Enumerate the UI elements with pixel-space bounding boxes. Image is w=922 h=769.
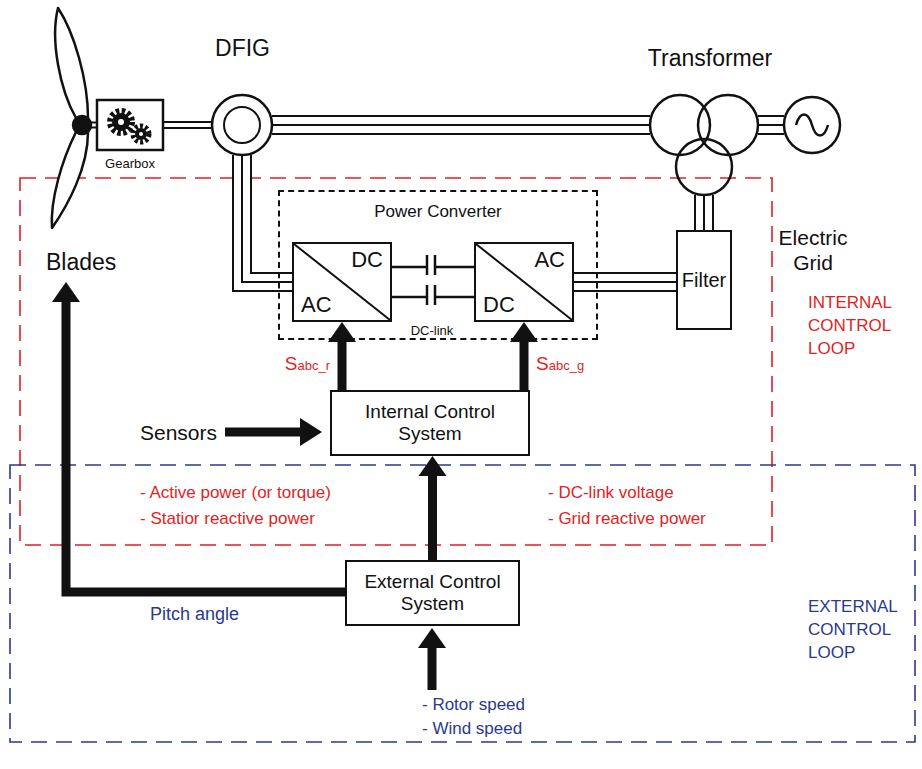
signal-label: Sabc_r [285, 353, 330, 375]
signal-label: - Rotor speed [422, 694, 525, 717]
connector [272, 125, 650, 126]
node-text: AC [534, 247, 565, 272]
part-label: Blades [46, 247, 116, 278]
connector [510, 322, 538, 390]
sensors-arrow [225, 418, 322, 446]
signal-label: - Statior reactive power [140, 508, 315, 531]
node-text: AC [301, 292, 332, 317]
node-text: DC [351, 247, 383, 272]
inverter-box: AC DC [474, 242, 574, 322]
filter-box: Filter [676, 230, 732, 330]
connector [328, 322, 356, 390]
node-text: Gearbox [105, 157, 155, 172]
node-text: DC [483, 292, 515, 317]
pitch-arrow [52, 282, 345, 592]
node-text: External Control System [353, 571, 512, 615]
node-text: DFIG [205, 35, 280, 61]
gearbox: Gearbox [95, 98, 165, 172]
external-loop-region [10, 465, 915, 742]
node-text: Power Converter [280, 202, 596, 222]
connector [163, 125, 212, 126]
power-converter: Power ConverterDC AC AC DC [278, 190, 598, 340]
node-text: Electric Grid [770, 225, 856, 275]
connector [758, 125, 784, 126]
external-control-box: External Control System [345, 560, 520, 626]
transformer: Transformer [640, 45, 780, 197]
internal-loop-region [20, 178, 772, 545]
region-label: INTERNAL CONTROL LOOP [808, 292, 908, 361]
node-text: Internal Control System [338, 401, 522, 445]
region-label: EXTERNAL CONTROL LOOP [808, 596, 908, 665]
signal-label: - Active power (or torque) [140, 482, 331, 505]
part-label: DC-link [392, 322, 472, 340]
signal-label: Pitch angle [150, 602, 239, 626]
dfig-generator: DFIG [205, 35, 280, 157]
input-arrow [418, 628, 446, 690]
connector [704, 195, 705, 230]
signal-label: - Wind speed [422, 718, 522, 741]
signal-label: - Grid reactive power [548, 508, 706, 531]
dc-link-capacitor [427, 255, 435, 305]
rectifier-box: DC AC [292, 242, 392, 322]
connector [419, 456, 447, 560]
node-text: Filter [682, 269, 726, 292]
electric-grid: Electric Grid [770, 95, 856, 275]
input-label: Sensors [140, 419, 217, 447]
signal-label: - DC-link voltage [548, 482, 674, 505]
signal-label: Sabc_g [536, 353, 584, 375]
internal-control-box: Internal Control System [330, 390, 530, 456]
node-text: Transformer [640, 45, 780, 71]
connector [574, 282, 676, 283]
connector [242, 155, 292, 282]
turbine-blades [52, 8, 100, 228]
